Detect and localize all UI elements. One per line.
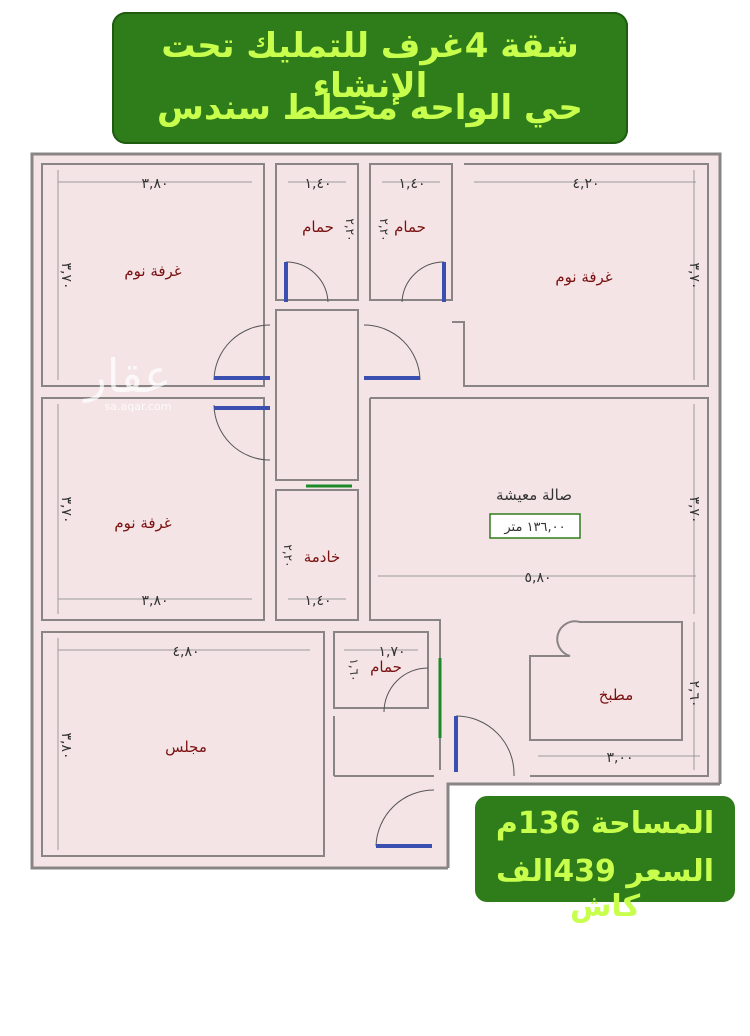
door-arc: [383, 667, 429, 713]
living-area-text: ١٣٦,٠٠ متر: [503, 520, 565, 535]
room-label-living: صالة معيشة: [496, 486, 572, 504]
door-arc: [375, 789, 435, 847]
bath-3-wall: [333, 631, 429, 709]
living-area-badge: [489, 513, 581, 539]
dim-text: ١,٤٠: [304, 593, 331, 609]
living-inner-wall: [369, 398, 441, 770]
dim-text-vertical: ٣,٧٠: [58, 496, 74, 523]
room-label-bath-1: حمام: [302, 218, 334, 236]
plan-floor: [30, 152, 722, 870]
dim-text-vertical: ٣,٨٠: [58, 732, 74, 759]
room-label-bedroom-top-left: غرفة نوم: [124, 262, 181, 280]
dim-text: ٣,٠٠: [606, 750, 633, 766]
kitchen-counter: [529, 620, 683, 741]
room-label-maid: خادمة: [304, 548, 341, 566]
room-label-bath-2: حمام: [394, 218, 426, 236]
dim-text-vertical: ٢,٦٠: [686, 680, 702, 707]
door-arc: [213, 324, 271, 381]
dim-text-vertical: ١,٦٠: [347, 658, 361, 681]
area-label: المساحة 136م: [495, 806, 715, 841]
dim-text-vertical: ٣,٧٠: [686, 262, 702, 289]
corridor-wall: [275, 309, 359, 481]
majlis-wall: [41, 631, 325, 857]
price-label: السعر 439الف كاش: [495, 854, 715, 924]
watermark-logo: عقار: [83, 349, 172, 403]
dim-text: ٤,٢٠: [572, 176, 599, 192]
banner-title: شقة 4غرف للتمليك تحت الإنشاء: [161, 26, 579, 106]
door-arc: [455, 715, 515, 777]
watermark-url: sa.aqar.com: [105, 400, 172, 413]
dim-text: ١,٤٠: [398, 176, 425, 192]
dim-text: ٤,٨٠: [172, 644, 199, 660]
dim-text-vertical: ٣,٧٠: [686, 496, 702, 523]
room-label-bedroom-top-right: غرفة نوم: [555, 268, 612, 286]
room-label-bedroom-mid-left: غرفة نوم: [114, 514, 171, 532]
price-info-box: المساحة 136م السعر 439الف كاش: [475, 796, 735, 924]
title-banner: شقة 4غرف للتمليك تحت الإنشاء حي الواحه م…: [112, 12, 628, 144]
door-arc: [363, 324, 421, 381]
room-label-majlis: مجلس: [165, 738, 207, 756]
dim-text: ٥,٨٠: [524, 570, 551, 586]
room-label-bath-3: حمام: [370, 658, 402, 676]
bedroom-top-right-wall: [452, 163, 709, 387]
bedroom-mid-left-wall: [41, 397, 265, 621]
dim-text: ١,٤٠: [304, 176, 331, 192]
room-label-kitchen: مطبخ: [599, 686, 634, 704]
bedroom-top-left-wall: [41, 163, 265, 387]
door-arc: [401, 261, 445, 303]
dim-text-vertical: ٣,٧٠: [58, 262, 74, 289]
dim-text: ٣,٨٠: [141, 176, 168, 192]
dim-text-vertical: ٢,٢٠: [281, 544, 295, 567]
dim-text: ٣,٨٠: [141, 593, 168, 609]
dim-text-vertical: ٢,٢٠: [377, 218, 391, 241]
bath-1-wall: [275, 163, 359, 301]
door-arc: [213, 404, 271, 461]
banner-subtitle: حي الواحه مخطط سندس: [157, 88, 583, 128]
bath-2-wall: [369, 163, 453, 301]
dim-text: ١,٧٠: [378, 644, 405, 660]
living-wall: [370, 397, 709, 777]
maid-wall: [275, 489, 359, 621]
dim-text-vertical: ٢,٢٠: [343, 218, 357, 241]
door-arc: [285, 261, 329, 303]
